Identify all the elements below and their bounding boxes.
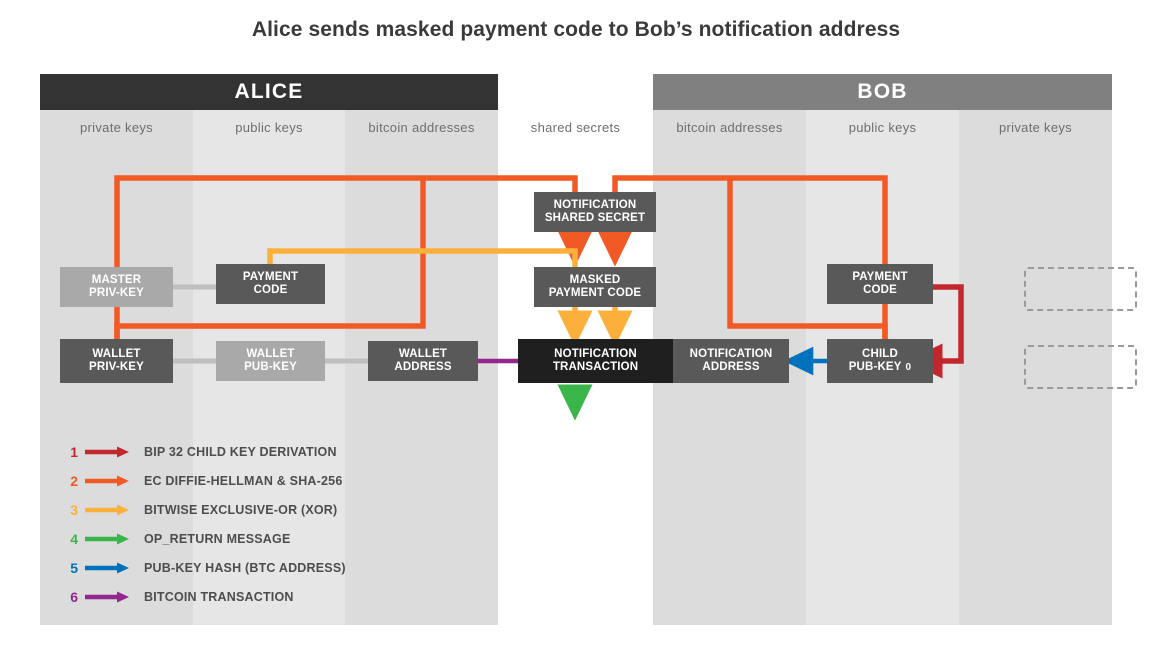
node-master-priv-key-line2: PRIV-KEY <box>89 287 144 299</box>
column-label-bob-private-keys: private keys <box>999 120 1072 135</box>
column-label-bob-public-keys: public keys <box>848 120 917 135</box>
wire-bip32-paymentcode-to-child <box>906 284 964 379</box>
node-notification-address[interactable]: NOTIFICATION ADDRESS <box>673 339 789 383</box>
legend-number-5: 5 <box>70 559 78 576</box>
legend-arrow-4-icon <box>85 533 129 544</box>
column-label-alice-public-keys: public keys <box>235 120 303 135</box>
legend-number-6: 6 <box>70 588 78 605</box>
node-wallet-pub-key-line1: WALLET <box>246 347 295 360</box>
legend-row-1: 1 BIP 32 CHILD KEY DERIVATION <box>60 437 346 466</box>
column-label-shared-secrets: shared secrets <box>530 120 621 135</box>
node-alice-payment-code-line1: PAYMENT <box>242 270 299 283</box>
node-wallet-priv-key-line1: WALLET <box>92 347 141 360</box>
legend-label-2: EC DIFFIE-HELLMAN & SHA-256 <box>144 473 343 488</box>
node-wallet-address-line2: ADDRESS <box>394 361 452 373</box>
page-title: Alice sends masked payment code to Bob’s… <box>251 18 901 41</box>
node-notification-shared-secret-line1: NOTIFICATION <box>553 198 637 211</box>
column-band-bob-private-keys <box>959 74 1112 625</box>
node-alice-payment-code-line2: CODE <box>253 284 288 296</box>
node-notification-transaction-line1: NOTIFICATION <box>554 347 637 360</box>
legend-arrow-6-icon <box>85 591 129 602</box>
legend-arrow-5-icon <box>85 562 129 573</box>
node-wallet-address-line1: WALLET <box>398 347 448 360</box>
legend-number-4: 4 <box>70 530 78 547</box>
legend-label-3: BITWISE EXCLUSIVE-OR (XOR) <box>144 502 338 517</box>
header-alice: ALICE <box>40 74 498 110</box>
ghost-box-bottom <box>1024 345 1137 389</box>
legend-label-5: PUB-KEY HASH (BTC ADDRESS) <box>144 560 346 575</box>
legend: 1 BIP 32 CHILD KEY DERIVATION 2 EC DIFFI… <box>60 437 346 611</box>
node-master-priv-key-line1: MASTER <box>91 273 142 286</box>
legend-label-4: OP_RETURN MESSAGE <box>144 531 291 546</box>
legend-number-3: 3 <box>70 501 78 518</box>
legend-row-3: 3 BITWISE EXCLUSIVE-OR (XOR) <box>60 495 346 524</box>
legend-row-2: 2 EC DIFFIE-HELLMAN & SHA-256 <box>60 466 346 495</box>
node-notification-shared-secret-line2: SHARED SECRET <box>544 212 646 224</box>
node-wallet-address[interactable]: WALLET ADDRESS <box>368 341 478 381</box>
node-child-pub-key-0-index: 0 <box>905 362 912 373</box>
legend-arrow-2-icon <box>85 475 129 486</box>
column-label-alice-bitcoin-addresses: bitcoin addresses <box>368 120 475 135</box>
header-bob: BOB <box>653 74 1112 110</box>
ghost-box-top <box>1024 267 1137 311</box>
node-bob-payment-code[interactable]: PAYMENT CODE <box>827 264 933 304</box>
node-wallet-pub-key-line2: PUB-KEY <box>244 361 297 373</box>
node-child-pub-key-0-line2: PUB-KEY <box>848 361 902 373</box>
legend-number-2: 2 <box>70 472 78 489</box>
legend-row-6: 6 BITCOIN TRANSACTION <box>60 582 346 611</box>
node-alice-payment-code[interactable]: PAYMENT CODE <box>216 264 325 304</box>
diagram-panel: ALICE BOB private keys public keys bitco… <box>40 74 1137 625</box>
node-notification-address-line2: ADDRESS <box>702 361 760 373</box>
legend-row-5: 5 PUB-KEY HASH (BTC ADDRESS) <box>60 553 346 582</box>
column-label-alice-private-keys: private keys <box>80 120 153 135</box>
legend-label-6: BITCOIN TRANSACTION <box>144 589 294 604</box>
column-label-bob-bitcoin-addresses: bitcoin addresses <box>676 120 783 135</box>
legend-arrow-3-icon <box>85 504 129 515</box>
node-notification-transaction[interactable]: NOTIFICATION TRANSACTION <box>518 339 673 383</box>
node-bob-payment-code-line1: PAYMENT <box>852 270 908 283</box>
node-notification-transaction-line2: TRANSACTION <box>552 361 639 373</box>
node-notification-address-line1: NOTIFICATION <box>689 347 773 360</box>
node-masked-payment-code-line2: PAYMENT CODE <box>548 287 642 299</box>
node-child-pub-key-0-line1: CHILD <box>862 347 898 360</box>
node-bob-payment-code-line2: CODE <box>863 284 897 296</box>
node-wallet-priv-key-line2: PRIV-KEY <box>89 361 144 373</box>
node-master-priv-key[interactable]: MASTER PRIV-KEY <box>60 267 173 307</box>
node-wallet-pub-key[interactable]: WALLET PUB-KEY <box>216 341 325 381</box>
legend-number-1: 1 <box>70 443 78 460</box>
legend-label-1: BIP 32 CHILD KEY DERIVATION <box>144 444 337 459</box>
node-wallet-priv-key[interactable]: WALLET PRIV-KEY <box>60 339 173 383</box>
node-masked-payment-code[interactable]: MASKED PAYMENT CODE <box>534 267 656 307</box>
wire-ec-dh-alice <box>114 175 593 357</box>
node-masked-payment-code-line1: MASKED <box>569 273 621 286</box>
legend-row-4: 4 OP_RETURN MESSAGE <box>60 524 346 553</box>
node-notification-shared-secret[interactable]: NOTIFICATION SHARED SECRET <box>534 192 656 232</box>
legend-arrow-1-icon <box>85 446 129 457</box>
